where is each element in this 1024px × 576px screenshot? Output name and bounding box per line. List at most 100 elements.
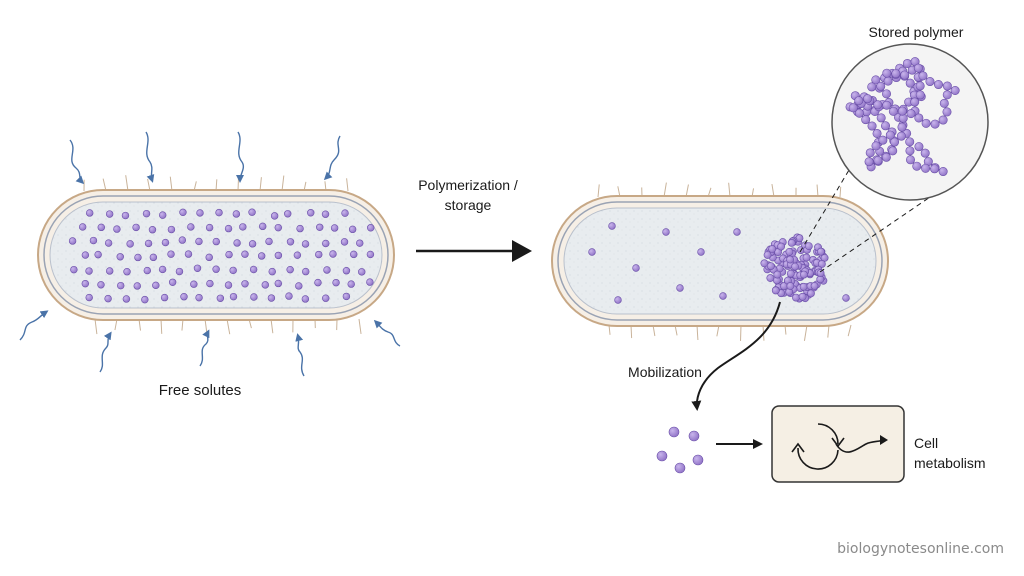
polymer-bead bbox=[807, 289, 815, 298]
polymer-bead bbox=[786, 255, 794, 264]
polymer-bead bbox=[942, 81, 952, 91]
solute bbox=[249, 265, 258, 274]
solute bbox=[195, 293, 203, 302]
solute bbox=[314, 278, 322, 287]
polymer-bead bbox=[950, 85, 960, 95]
solute bbox=[342, 267, 351, 275]
solute bbox=[301, 240, 310, 248]
solute bbox=[248, 208, 256, 216]
solute bbox=[286, 238, 295, 246]
solute bbox=[105, 210, 114, 218]
polymer-bead bbox=[876, 113, 886, 123]
solute bbox=[85, 267, 93, 275]
solute bbox=[193, 264, 202, 272]
solute bbox=[632, 264, 640, 272]
polymer-chain bbox=[845, 57, 960, 177]
polymer-bead bbox=[925, 77, 935, 87]
solute bbox=[676, 284, 684, 292]
polymer-bead bbox=[914, 142, 924, 152]
solute bbox=[332, 278, 340, 287]
pilus bbox=[270, 318, 274, 334]
polymer-bead bbox=[910, 97, 920, 107]
solute bbox=[316, 223, 324, 231]
polymer-bead bbox=[897, 122, 907, 132]
polymer-bead bbox=[763, 251, 772, 259]
solute bbox=[141, 295, 149, 304]
polymer-bead bbox=[872, 128, 882, 138]
solute bbox=[733, 228, 741, 236]
polymer-bead bbox=[878, 135, 888, 145]
pilus bbox=[226, 318, 231, 335]
mobilization-arrow bbox=[691, 301, 781, 411]
solute bbox=[117, 281, 125, 290]
solute bbox=[134, 253, 142, 262]
pilus bbox=[94, 318, 98, 335]
polymer-bead bbox=[914, 113, 924, 123]
solute bbox=[270, 212, 279, 220]
polymer-bead bbox=[873, 100, 883, 110]
solute bbox=[366, 278, 374, 286]
solute bbox=[348, 225, 357, 234]
solute bbox=[330, 224, 339, 232]
polymer-bead bbox=[802, 253, 811, 262]
polymer-bead bbox=[799, 282, 808, 291]
solute bbox=[284, 210, 292, 218]
polymer-bead bbox=[918, 71, 928, 81]
solute bbox=[225, 250, 233, 259]
solute bbox=[350, 250, 358, 259]
polymer-bead bbox=[906, 109, 916, 119]
solute bbox=[588, 248, 596, 256]
solute bbox=[216, 294, 225, 302]
polymer-bead bbox=[863, 94, 873, 104]
solute bbox=[81, 279, 90, 288]
polymer-bead bbox=[930, 164, 940, 174]
pilus bbox=[160, 318, 163, 334]
solute bbox=[307, 209, 315, 217]
solute bbox=[274, 279, 283, 288]
solute bbox=[239, 223, 247, 231]
pilus bbox=[125, 175, 129, 192]
solute bbox=[116, 253, 124, 261]
solute bbox=[286, 265, 294, 274]
solute bbox=[232, 210, 241, 218]
solute bbox=[212, 265, 220, 273]
pilus bbox=[597, 184, 600, 198]
polymer-bead bbox=[921, 118, 931, 128]
solute bbox=[68, 237, 77, 245]
solute bbox=[248, 240, 257, 248]
polymer-bead bbox=[938, 167, 948, 177]
solute bbox=[347, 280, 355, 288]
solute bbox=[206, 279, 214, 288]
polymer-bead bbox=[912, 161, 922, 171]
solute bbox=[340, 238, 349, 246]
polymer-granule bbox=[760, 233, 829, 303]
polymer-bead bbox=[890, 137, 900, 147]
solute bbox=[212, 237, 220, 246]
solute bbox=[143, 266, 152, 275]
solute bbox=[159, 211, 167, 219]
label-free-solutes: Free solutes bbox=[159, 382, 242, 399]
solute bbox=[104, 239, 113, 247]
solute bbox=[187, 223, 195, 231]
polymer-bead bbox=[804, 242, 813, 251]
polymer-bead bbox=[915, 90, 925, 100]
pilus bbox=[358, 318, 362, 334]
polymer-bead bbox=[760, 259, 769, 268]
pilus bbox=[685, 184, 689, 198]
solute bbox=[180, 293, 188, 301]
polymer-bead bbox=[785, 247, 794, 256]
polymer-bead bbox=[810, 282, 819, 290]
solute bbox=[160, 293, 169, 302]
solute bbox=[142, 209, 151, 218]
label-storage: storage bbox=[445, 197, 492, 213]
pilus bbox=[847, 324, 852, 337]
solute bbox=[668, 426, 680, 438]
solute bbox=[321, 210, 330, 218]
solute bbox=[152, 281, 160, 290]
polymer-bead bbox=[905, 78, 915, 88]
pili bbox=[597, 182, 852, 341]
solute bbox=[122, 295, 131, 303]
solute bbox=[167, 225, 176, 234]
solute bbox=[89, 236, 98, 245]
